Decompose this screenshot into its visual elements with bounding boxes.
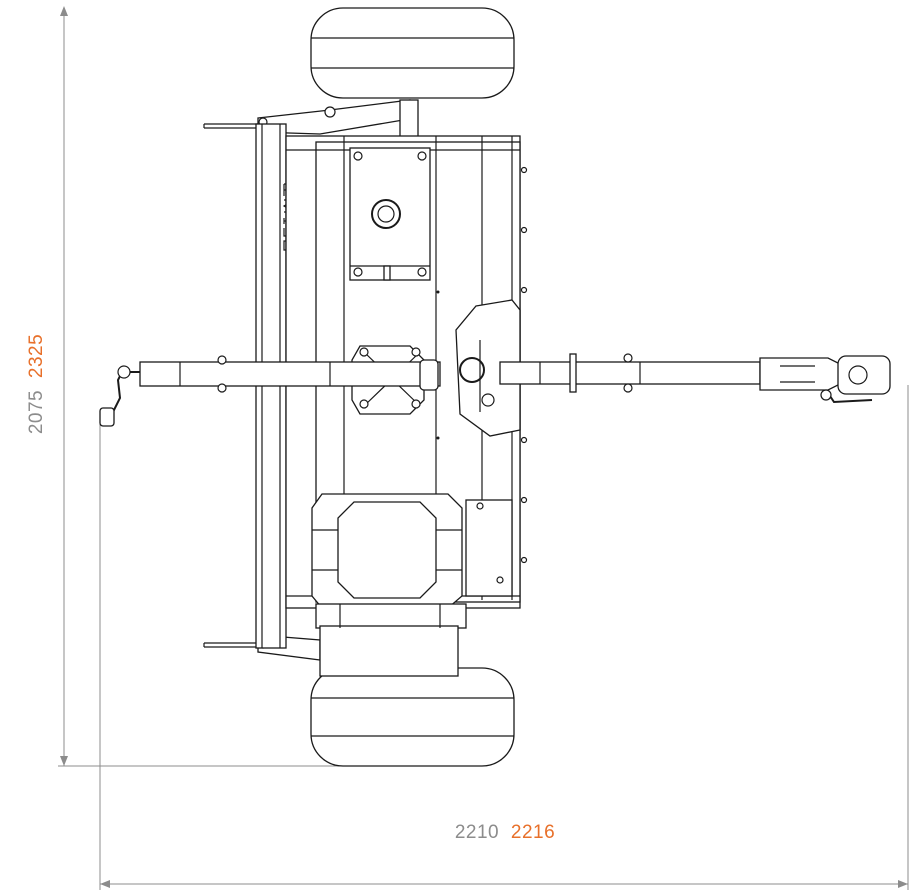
arrow-up-icon xyxy=(60,6,68,16)
hitch-bracket xyxy=(455,299,521,437)
height-secondary-value: 2325 xyxy=(26,334,47,378)
width-dimension-label: 2210 2216 xyxy=(455,822,555,843)
tow-coupling xyxy=(820,355,891,404)
height-primary-value: 2075 xyxy=(26,390,47,434)
rear-base-block xyxy=(315,603,467,677)
arrow-down-icon xyxy=(60,756,68,766)
reference-dot xyxy=(436,436,440,440)
rear-drawbar xyxy=(499,353,841,393)
arrow-left-icon xyxy=(100,880,110,888)
rear-gearbox-housing xyxy=(311,493,513,609)
mower-machine xyxy=(99,7,891,767)
gearbox-cover-plate xyxy=(349,147,431,281)
arrow-right-icon xyxy=(898,880,908,888)
width-dimension xyxy=(99,385,909,890)
width-secondary-value: 2216 xyxy=(511,822,555,843)
bottom-wheel xyxy=(310,667,515,767)
parking-jack xyxy=(99,365,140,427)
top-wheel xyxy=(310,7,515,99)
width-primary-value: 2210 xyxy=(455,822,499,843)
top-wheel-arm xyxy=(203,99,419,139)
reference-dot xyxy=(436,290,440,294)
front-drawbar xyxy=(139,355,441,393)
height-dimension-label: 2075 2325 xyxy=(26,334,47,434)
